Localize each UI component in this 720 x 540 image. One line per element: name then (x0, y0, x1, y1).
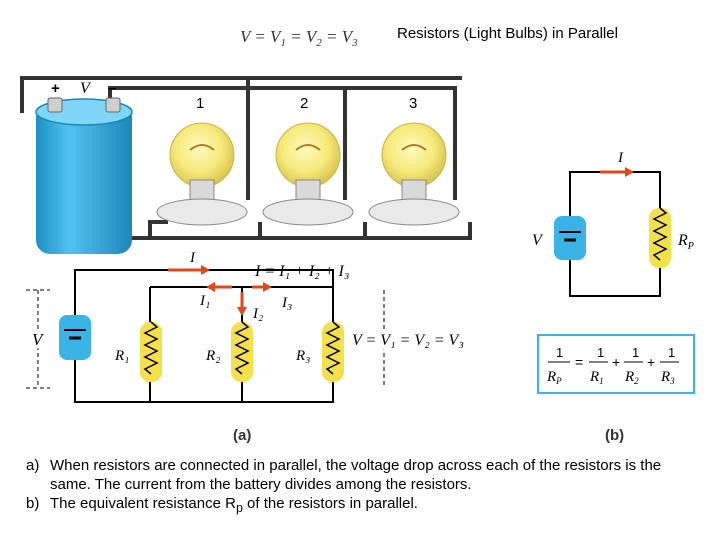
arrow-head (625, 167, 634, 177)
formula-r2: R2 (624, 369, 639, 386)
arrow-head (263, 282, 272, 292)
circuit-b-battery (554, 216, 586, 260)
arrow-head (206, 282, 215, 292)
caption-item-a: a) When resistors are connected in paral… (26, 456, 706, 494)
bulb-2: 2 (262, 95, 354, 226)
header-equation: V = V1 = V2 = V3 (240, 27, 358, 49)
label-current-i: I (189, 250, 196, 266)
bulb-number: 2 (300, 95, 308, 112)
resistor-zigzag (652, 207, 668, 261)
bulb-glass (275, 122, 341, 188)
formula-r1: R1 (589, 369, 604, 386)
circuit-b-label-v: V (532, 232, 544, 249)
bulb-socket (368, 198, 460, 226)
bulb-3: 3 (368, 95, 460, 226)
circuit-b-resistor-rp (649, 208, 671, 268)
bulb-circuit-photo: + V – 1 2 3 (20, 76, 472, 254)
figure-label-a: (a) (233, 427, 251, 444)
circuit-a: V V I I = I₁ + I₂ + I₃ I₁ I₂ I₃ R₁ R₂ R₃… (26, 250, 467, 444)
page-title: Resistors (Light Bulbs) in Parallel (397, 25, 618, 42)
caption-text-b-part1: The equivalent resistance R (50, 495, 236, 512)
caption-text-b-sub: p (235, 501, 243, 515)
voltage-eq-halo: V = V₁ = V₂ = V₃ (352, 332, 464, 349)
circuit-a-v-label: V (32, 330, 45, 349)
battery-minus-label: – (108, 80, 116, 97)
photo-wire (258, 222, 367, 238)
photo-wire (150, 222, 472, 240)
caption-label-a: a) (26, 457, 40, 474)
label-current-equation: I = I₁ + I₂ + I₃ (254, 263, 349, 280)
battery-terminal-minus (105, 97, 121, 113)
label-r3: R₃ (295, 348, 310, 364)
circuit-b: I V RP (b) (532, 150, 694, 444)
bulb-filament (189, 144, 215, 151)
resistor-r1 (140, 322, 162, 382)
label-r1: R₁ (114, 348, 129, 364)
caption-label-b: b) (26, 495, 40, 512)
photo-wire (108, 86, 347, 200)
equivalent-resistance-formula: 1 RP = 1 R1 + 1 R2 + 1 R3 (537, 334, 695, 394)
resistor-r2 (231, 322, 253, 382)
formula-numerator: 1 (632, 345, 639, 360)
resistor-zigzag (325, 321, 341, 375)
formula-plus: + (612, 354, 620, 370)
battery-v-label: V (80, 80, 92, 97)
header-equation-text: V = V1 = V2 = V3 (240, 27, 358, 49)
battery-terminal-plus (47, 97, 63, 113)
formula-numerator: 1 (668, 345, 675, 360)
bulb-socket (156, 198, 248, 226)
bulb-glass (381, 122, 447, 188)
circuit-a-outer-wire (74, 269, 334, 403)
bulb-filament (295, 144, 321, 151)
caption-item-b: b) The equivalent resistance Rp of the r… (26, 494, 706, 518)
formula-numerator: 1 (597, 345, 604, 360)
formula-plus: + (647, 354, 655, 370)
photo-wire (130, 220, 168, 240)
figure-label-b: (b) (605, 427, 624, 444)
formula-box (537, 334, 695, 394)
formula-rp: RP (546, 369, 562, 386)
resistor-zigzag (143, 321, 159, 375)
bulb-socket (262, 198, 354, 226)
caption-text-b: The equivalent resistance Rp of the resi… (50, 494, 706, 518)
bulb-number: 1 (196, 95, 204, 112)
label-i2: I₂ (252, 306, 263, 322)
arrow-head (201, 265, 210, 275)
caption-text-b-part2: of the resistors in parallel. (242, 495, 418, 512)
battery-plus-label: + (51, 80, 60, 97)
photo-wire (345, 86, 457, 200)
label-voltage-equation: V = V₁ = V₂ = V₃ (352, 332, 464, 349)
arrow-head (237, 307, 247, 316)
bulb-1: 1 (156, 95, 248, 226)
bulb-filament (401, 144, 427, 151)
formula-numerator: 1 (556, 345, 563, 360)
bulb-number: 3 (409, 95, 417, 112)
label-i3: I₃ (281, 295, 292, 311)
caption-text-a: When resistors are connected in parallel… (50, 457, 662, 493)
formula-equals: = (575, 354, 583, 370)
circuit-b-label-rp: RP (677, 232, 694, 252)
figure-caption: a) When resistors are connected in paral… (26, 456, 706, 518)
resistor-r3 (322, 322, 344, 382)
label-i1: I₁ (199, 293, 210, 309)
resistor-zigzag (234, 321, 250, 375)
bulb-glass (169, 122, 235, 188)
formula-r3: R3 (660, 369, 675, 386)
photo-wire (20, 76, 250, 200)
label-r2: R₂ (205, 348, 220, 364)
battery-body (36, 104, 132, 254)
circuit-b-label-i: I (617, 150, 624, 166)
